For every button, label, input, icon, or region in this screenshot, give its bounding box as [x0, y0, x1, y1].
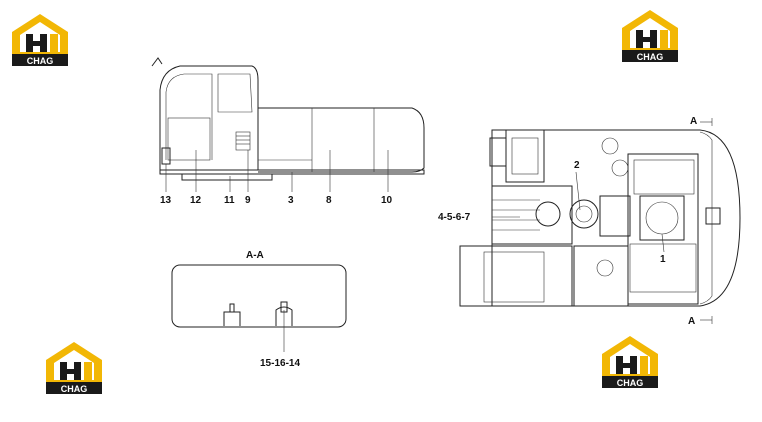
logo-text: CHAG [61, 384, 88, 394]
callout-10: 10 [381, 195, 393, 206]
callout-8: 8 [326, 195, 332, 206]
callout-2: 2 [574, 160, 580, 171]
callout-12: 12 [190, 195, 202, 206]
logo-bottom-right: CHAG [602, 336, 658, 388]
callout-13: 13 [160, 195, 172, 206]
callout-3: 3 [288, 195, 294, 206]
logo-text: CHAG [27, 56, 54, 66]
logo-bottom-left: CHAG [46, 342, 102, 394]
section-title: A-A [246, 250, 264, 261]
callout-1: 1 [660, 254, 666, 265]
section-marker-top: A [690, 116, 697, 127]
logo-top-right: CHAG [622, 10, 678, 62]
section-view [171, 264, 347, 352]
side-view [151, 57, 425, 192]
logo-top-left: CHAG [12, 14, 68, 66]
logo-text: CHAG [637, 52, 664, 62]
callout-15-16-14: 15-16-14 [260, 358, 300, 369]
callout-11: 11 [224, 195, 235, 206]
callout-9: 9 [245, 195, 251, 206]
callout-4-5-6-7: 4-5-6-7 [438, 212, 471, 223]
top-view [459, 118, 741, 324]
section-marker-bottom: A [688, 316, 695, 327]
logo-text: CHAG [617, 378, 644, 388]
